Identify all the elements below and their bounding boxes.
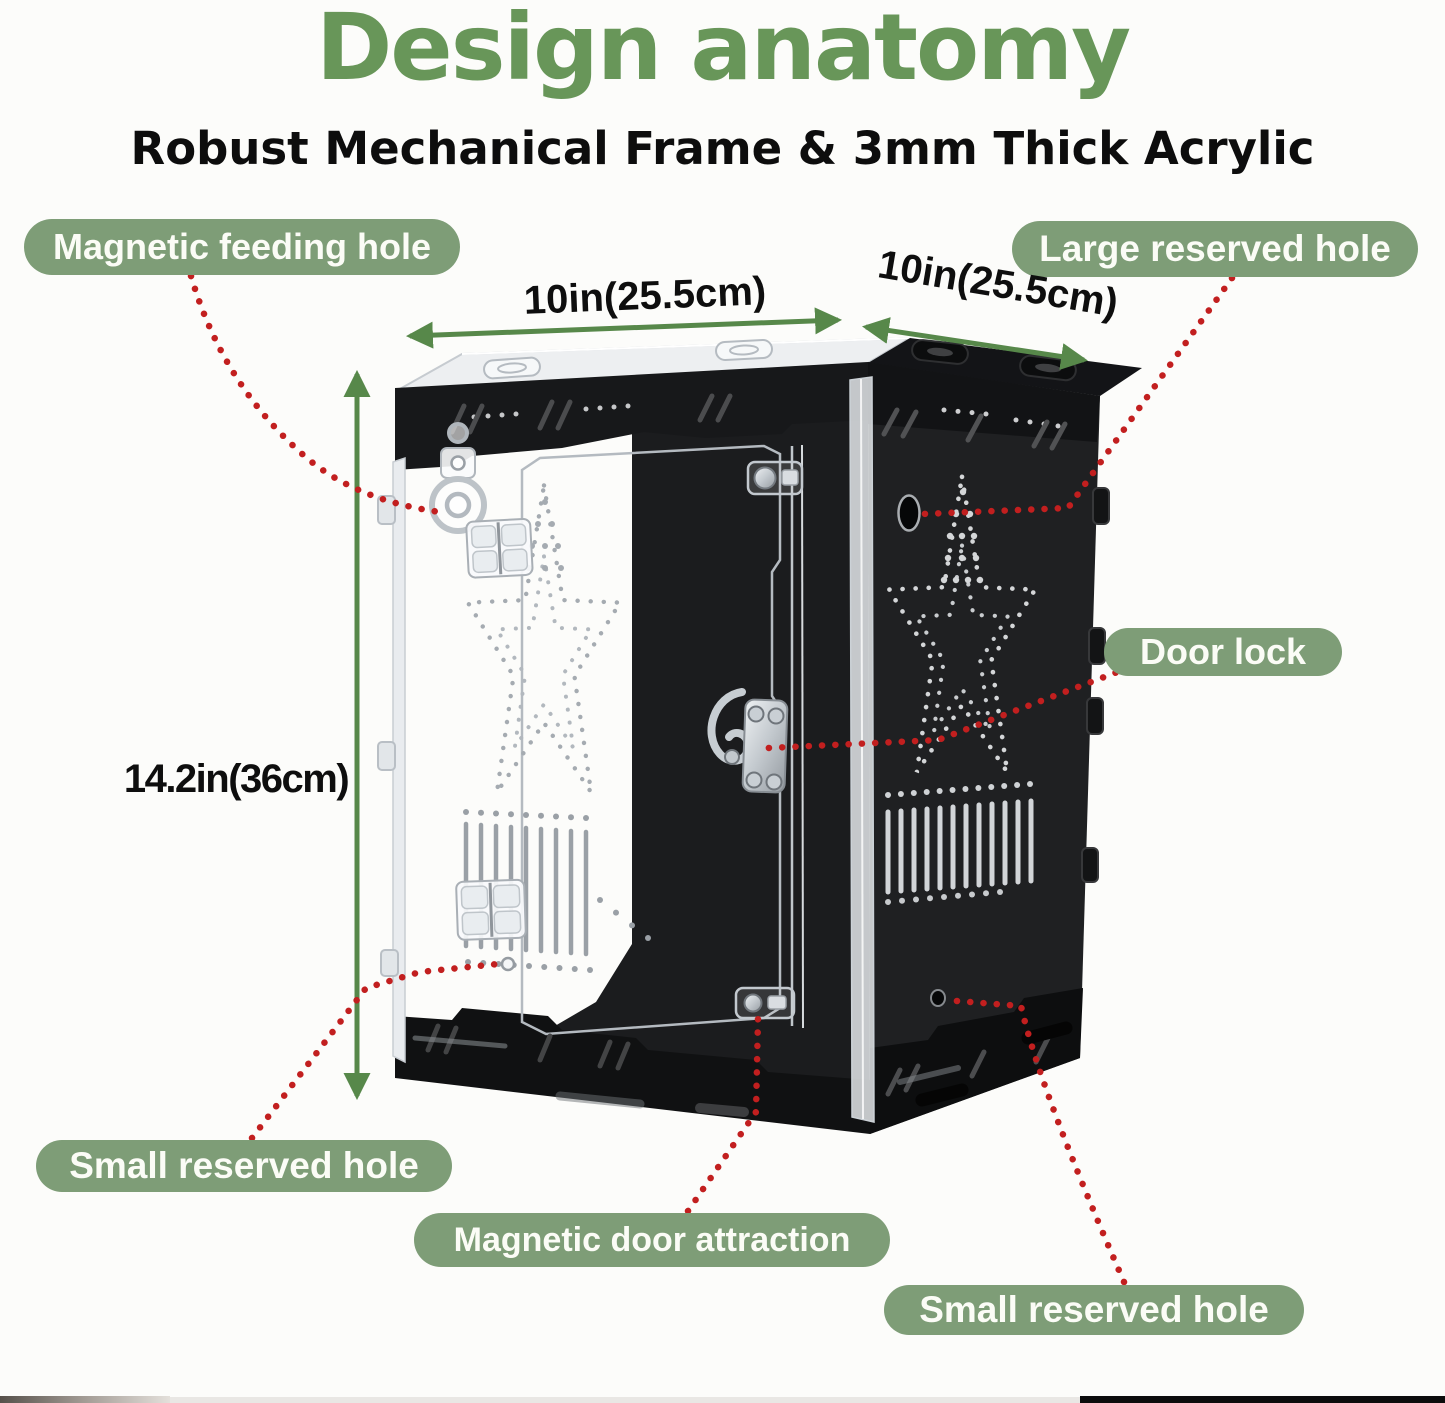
front-top-band: [395, 362, 868, 470]
magnetic-door-attraction-hardware: [734, 986, 796, 1020]
callout-small-reserved-hole-right: Small reserved hole: [884, 1285, 1304, 1335]
front-bottom-band: [395, 1008, 870, 1134]
lid-clamp-right: [715, 339, 773, 361]
page-title: Design anatomy: [315, 0, 1131, 101]
side-depth-arrow: [861, 317, 1089, 370]
interior-back-panel: [500, 363, 870, 1132]
front-width-arrow: [405, 307, 843, 349]
door-star-vent-inner: [497, 556, 591, 747]
callout-magnetic-feeding-hole: Magnetic feeding hole: [24, 219, 460, 275]
vent-details: [412, 393, 1073, 1117]
bottom-strip-left: [0, 1396, 170, 1403]
hinge-bottom: [455, 878, 527, 941]
left-edge-tab: [377, 741, 396, 771]
leader-large-reserved-hole: [918, 274, 1236, 518]
leader-magnetic-feeding-hole: [187, 272, 444, 516]
front-left-trim: [392, 456, 406, 1064]
left-edge-tab: [380, 949, 399, 977]
small-reserved-hole-door: [500, 956, 516, 972]
hinge-top: [465, 518, 534, 579]
right-edge-tab: [1081, 847, 1099, 883]
callout-door-lock: Door lock: [1104, 628, 1342, 676]
dimension-height-label: 14.2in(36cm): [123, 757, 350, 801]
bottom-strip-right: [1080, 1396, 1445, 1403]
callout-small-reserved-hole-left: Small reserved hole: [36, 1140, 452, 1192]
callout-magnetic-door-attraction: Magnetic door attraction: [414, 1213, 890, 1267]
door-outline: [520, 444, 782, 1036]
leader-door-lock: [764, 664, 1132, 752]
small-reserved-hole-right-panel: [930, 989, 946, 1007]
page-subtitle: Robust Mechanical Frame & 3mm Thick Acry…: [130, 122, 1315, 175]
large-reserved-hole: [897, 494, 921, 532]
callout-large-reserved-hole: Large reserved hole: [1012, 221, 1418, 277]
right-panel-star-vent: [889, 477, 1035, 772]
right-edge-tab: [1086, 697, 1104, 735]
door-top-bolt: [746, 460, 804, 496]
enclosure: [377, 337, 1142, 1134]
leader-small-reserved-hole-right: [940, 996, 1128, 1286]
door-lock-hardware: [707, 688, 789, 794]
right-edge-tab: [1088, 627, 1106, 665]
leader-small-reserved-hole-left: [248, 960, 502, 1142]
right-panel: [868, 362, 1100, 1134]
dimension-arrows: [343, 307, 1089, 1101]
bottom-strip-middle: [170, 1397, 1080, 1403]
leader-magnetic-door-attraction: [684, 1014, 762, 1215]
lid-clamp-left: [483, 356, 541, 380]
feeding-hole-ring: [429, 422, 487, 534]
right-panel-star-vent-inner: [916, 546, 1007, 731]
left-edge-tab: [377, 495, 396, 525]
right-panel-top-band: [868, 362, 1100, 442]
right-edge-tab: [1092, 487, 1110, 525]
leader-lines: [187, 272, 1236, 1286]
